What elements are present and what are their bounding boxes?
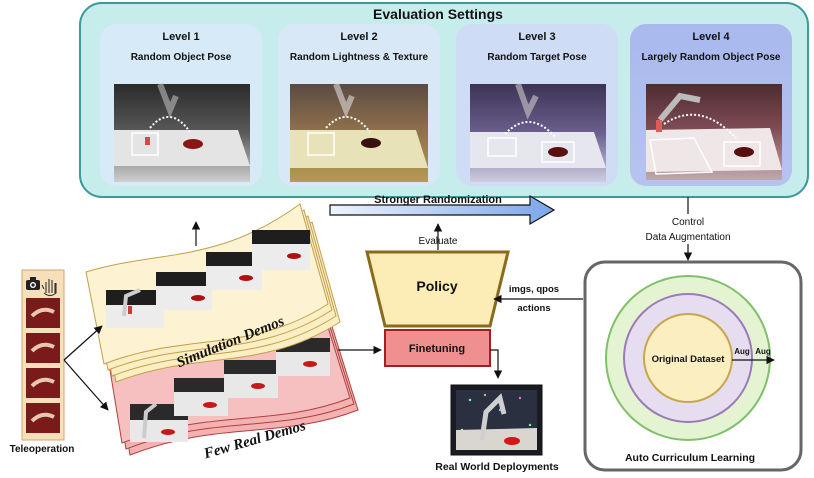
teleoperation-panel: Teleoperation (10, 269, 75, 455)
auto-curriculum-label: Auto Curriculum Learning (625, 452, 755, 464)
finetuning-block: Finetuning (384, 329, 491, 367)
data-augmentation-label: Data Augmentation (645, 232, 730, 243)
real-world-deployment-image: Real World Deployments (435, 384, 559, 473)
level-card-1: Level 1 Random Object Pose (100, 24, 262, 186)
level-4-label: Level 4 (692, 31, 730, 43)
actions-label: actions (517, 303, 550, 314)
level-card-3: Level 3 Random Target Pose (456, 24, 618, 186)
auto-curriculum-panel: Original Dataset Aug Aug Auto Curriculum… (583, 260, 803, 472)
original-dataset-label: Original Dataset (652, 354, 726, 365)
level-2-label: Level 2 (340, 31, 377, 43)
original-dataset-core (643, 313, 733, 403)
finetuning-label: Finetuning (409, 343, 465, 355)
deployment-arrow (490, 349, 503, 379)
control-label: Control (672, 217, 704, 228)
real-world-label: Real World Deployments (435, 461, 559, 473)
evaluate-label: Evaluate (419, 236, 458, 247)
aug-label-2: Aug (755, 347, 771, 356)
level-4-scene-image (646, 84, 782, 180)
policy-label: Policy (416, 278, 457, 294)
level-3-scene-image (470, 82, 606, 182)
camera-icon (26, 277, 40, 290)
level-card-2: Level 2 Random Lightness & Texture (278, 24, 440, 186)
level-4-subtitle: Largely Random Object Pose (642, 52, 781, 63)
simulation-demos-stack: Simulation Demos (85, 203, 341, 383)
level-card-4: Level 4 Largely Random Object Pose (630, 24, 792, 186)
imgs-qpos-label: imgs, qpos (509, 284, 559, 295)
level-1-scene-image (114, 82, 250, 182)
level-3-label: Level 3 (518, 31, 555, 43)
level-1-subtitle: Random Object Pose (131, 52, 232, 63)
control-augmentation: Control Data Augmentation (645, 197, 731, 261)
aug-label-1: Aug (734, 347, 750, 356)
evaluate-arrow: Evaluate (419, 223, 458, 250)
hand-icon (41, 279, 57, 297)
level-3-subtitle: Random Target Pose (487, 52, 587, 63)
evaluation-title: Evaluation Settings (373, 6, 503, 22)
teleoperation-label: Teleoperation (10, 444, 75, 455)
teleoperation-arrows (63, 325, 109, 411)
stronger-randomization-label: Stronger Randomization (374, 194, 502, 206)
observation-action-arrow: imgs, qpos actions (493, 284, 583, 314)
policy-block: Policy (365, 250, 510, 328)
level-2-scene-image (290, 82, 428, 182)
stronger-randomization-arrow: Stronger Randomization (329, 194, 556, 226)
level-1-label: Level 1 (162, 31, 199, 43)
level-2-subtitle: Random Lightness & Texture (290, 52, 429, 63)
